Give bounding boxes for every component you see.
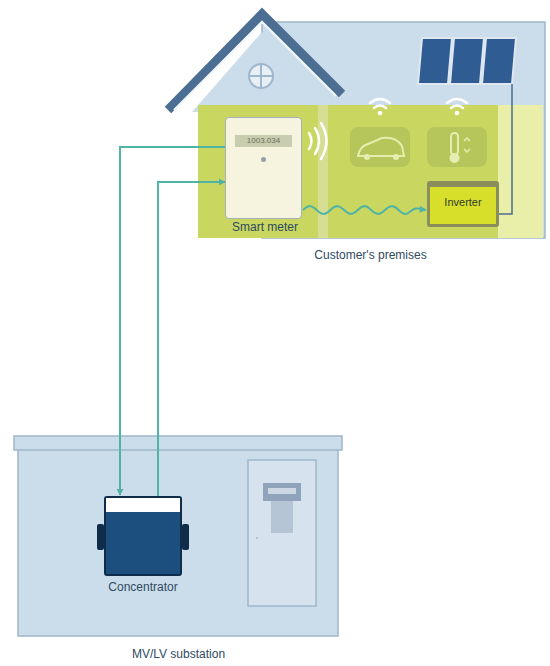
wireless-signal xyxy=(321,123,327,159)
wireless-signal xyxy=(309,133,312,149)
mounting-ear xyxy=(97,524,104,550)
premises-region: Customer's premises1003.034Smart meterIn… xyxy=(198,105,543,262)
meter-label: Smart meter xyxy=(222,220,308,234)
concentrator: Concentrator xyxy=(93,494,193,598)
solar-panel xyxy=(482,38,516,84)
ev-tile xyxy=(350,127,410,167)
smart-meter-body xyxy=(225,117,302,219)
substation-roof xyxy=(14,436,342,450)
device-band xyxy=(106,498,180,512)
substation-housing xyxy=(18,446,338,636)
cabinet-part xyxy=(271,501,293,533)
ev-icon xyxy=(358,138,404,156)
smart-meter: 1003.034Smart meter xyxy=(222,117,308,237)
ev-wheel xyxy=(364,154,370,160)
door-mark xyxy=(256,538,258,539)
cabinet-meter xyxy=(268,488,296,494)
thermostat-tile xyxy=(427,127,487,167)
data-link xyxy=(158,182,225,496)
wall-column xyxy=(318,105,328,238)
wifi-dot xyxy=(378,111,383,116)
cabinet-meter xyxy=(263,483,301,501)
wifi-icon xyxy=(370,99,467,108)
round-window xyxy=(249,64,273,88)
region-label: Customer's premises xyxy=(198,248,543,262)
wireless-signal xyxy=(315,128,319,154)
meter-led xyxy=(261,157,266,162)
powerline-signal xyxy=(303,206,426,214)
inverter-label: Inverter xyxy=(427,196,499,208)
thermometer-bulb xyxy=(450,153,460,163)
meter-display: 1003.034 xyxy=(235,135,292,147)
device-label: Concentrator xyxy=(93,580,193,594)
substation-region: MV/LV substation Concentrator xyxy=(15,436,342,661)
region-label: MV/LV substation xyxy=(15,647,342,661)
premises-area xyxy=(498,105,543,238)
mounting-ear xyxy=(182,524,189,550)
solar-panel xyxy=(450,38,484,84)
solar-panel xyxy=(418,38,452,84)
ev-wheel xyxy=(393,154,399,160)
thermometer-icon xyxy=(451,133,458,155)
updown-icon xyxy=(464,138,470,152)
roof-edge xyxy=(174,22,336,110)
window-bar xyxy=(260,64,262,88)
data-link xyxy=(120,147,225,495)
wifi-dot xyxy=(455,111,460,116)
premises-area xyxy=(198,105,498,238)
cabinet-door xyxy=(248,460,316,606)
inverter: Inverter xyxy=(427,181,499,227)
roof-edge xyxy=(168,14,342,110)
